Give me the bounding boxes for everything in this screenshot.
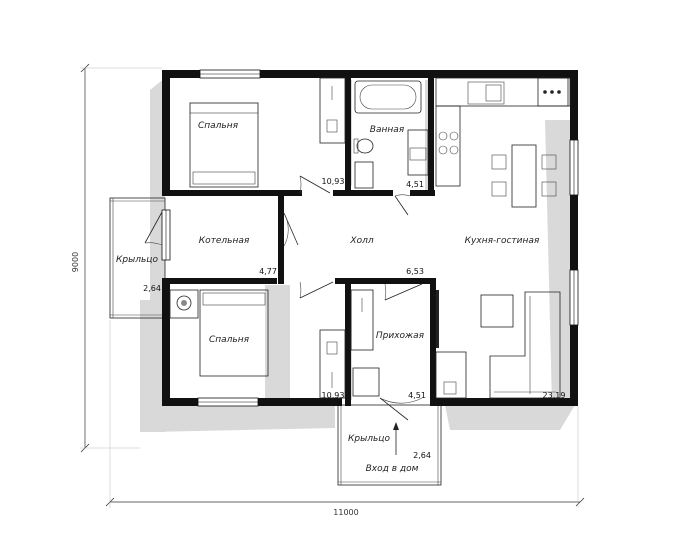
entry-wardrobe: [350, 289, 374, 351]
wall-shadows: [140, 78, 575, 432]
area-bathroom: 4,51: [406, 180, 424, 189]
bed-bottom: [199, 289, 269, 377]
wardrobe-top: [319, 77, 346, 144]
windows: [161, 69, 579, 407]
sink-bathroom: [407, 129, 429, 176]
interior-walls: [162, 70, 436, 406]
label-entry-hall: Прихожая: [376, 331, 425, 341]
wardrobe-bottom: [319, 329, 346, 399]
porch-left-outline: [109, 197, 166, 319]
dimension-height: 9000: [71, 63, 162, 453]
dimension-height-value: 9000: [71, 252, 80, 272]
bed-top: [189, 102, 259, 188]
label-bedroom-bottom: Спальня: [209, 335, 250, 345]
label-kitchen-living: Кухня-гостиная: [465, 236, 540, 246]
tv-screen: [436, 290, 439, 348]
kitchen-counter: [435, 77, 571, 187]
area-porch-left: 2,64: [143, 284, 161, 293]
label-hall: Холл: [349, 236, 373, 246]
label-porch-bottom: Крыльцо: [348, 434, 390, 444]
doors: [144, 175, 423, 455]
toilet-bathroom: [353, 138, 374, 154]
boiler: [169, 289, 199, 319]
dining-table: [491, 144, 557, 208]
entry-bench: [352, 367, 380, 397]
label-porch-left: Крыльцо: [116, 255, 158, 265]
sofa: [489, 291, 561, 399]
area-kitchen-living: 23,19: [543, 391, 566, 400]
area-entry-hall: 4,51: [408, 391, 426, 400]
washing-machine-bathroom: [354, 161, 374, 189]
label-entrance: Вход в дом: [366, 464, 419, 474]
label-bathroom: Ванная: [370, 125, 405, 135]
bathtub: [354, 80, 422, 114]
dimension-width-value: 11000: [333, 508, 358, 517]
area-bedroom-top: 10,93: [322, 177, 345, 186]
tv-stand: [435, 351, 467, 399]
coffee-table: [480, 294, 514, 328]
area-boiler-room: 4,77: [259, 267, 277, 276]
area-hall: 6,53: [406, 267, 424, 276]
dimension-width: 11000: [105, 320, 585, 517]
room-labels: Спальня 10,93 Ванная 4,51 Кухня-гостиная…: [116, 121, 565, 474]
area-bedroom-bottom: 10,93: [322, 391, 345, 400]
label-boiler-room: Котельная: [199, 236, 250, 246]
label-bedroom-top: Спальня: [198, 121, 239, 131]
area-porch-bottom: 2,64: [413, 451, 431, 460]
